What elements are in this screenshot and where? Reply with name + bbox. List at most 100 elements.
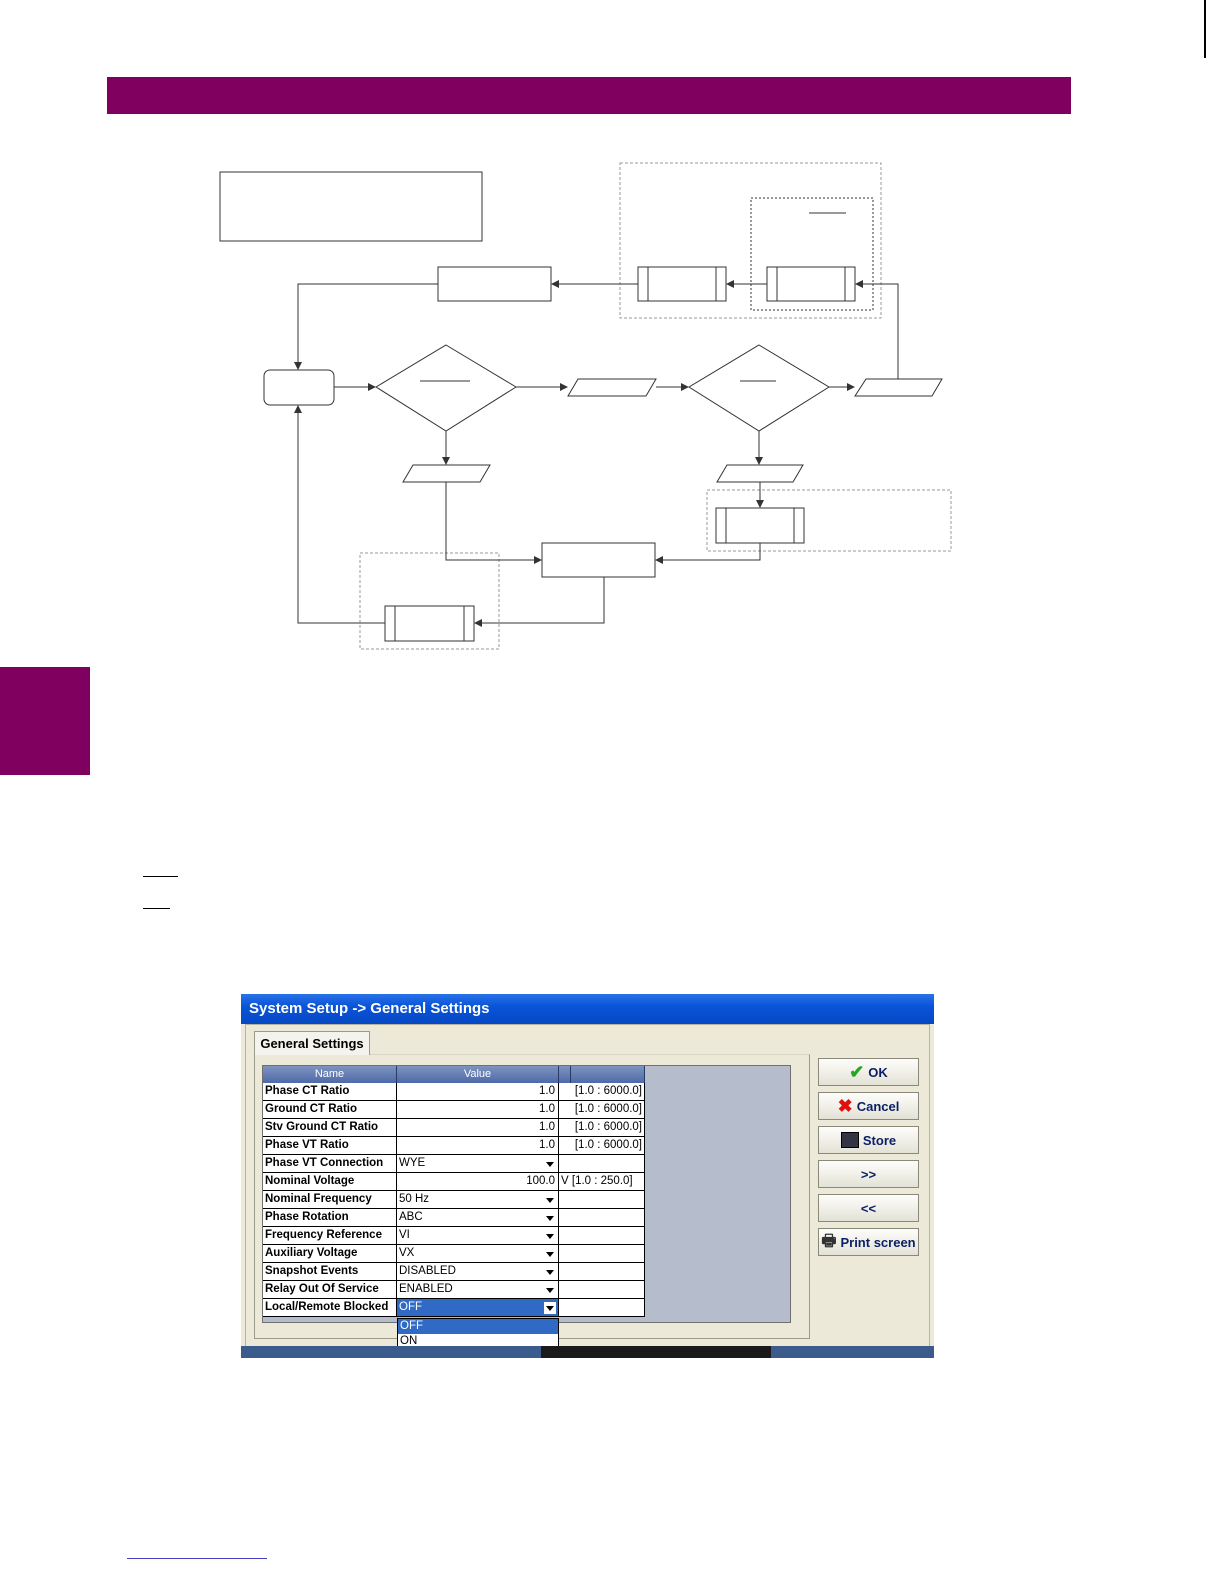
- cancel-button[interactable]: ✖ Cancel: [818, 1092, 919, 1120]
- dashed-region-inner: [750, 197, 874, 311]
- store-button[interactable]: Store: [818, 1126, 919, 1154]
- setting-select[interactable]: 50 Hz: [397, 1191, 559, 1209]
- table-row[interactable]: Phase VT Connection WYE: [263, 1155, 645, 1173]
- underline-mark-2: [143, 908, 170, 909]
- setting-select[interactable]: ENABLED: [397, 1281, 559, 1299]
- column-header-unit[interactable]: [559, 1066, 571, 1083]
- tab-general-settings[interactable]: General Settings: [254, 1031, 370, 1055]
- setting-range: [559, 1245, 645, 1263]
- setting-range: [1.0 : 6000.0]: [559, 1101, 645, 1119]
- select-value: 50 Hz: [399, 1193, 430, 1205]
- setting-select-active[interactable]: OFF: [397, 1299, 559, 1317]
- dropdown-arrow-icon[interactable]: [544, 1212, 556, 1224]
- setting-select[interactable]: ABC: [397, 1209, 559, 1227]
- setting-select[interactable]: WYE: [397, 1155, 559, 1173]
- general-settings-dialog: System Setup -> General Settings General…: [241, 994, 934, 1358]
- setting-name: Phase Rotation: [263, 1209, 397, 1227]
- select-value: OFF: [399, 1301, 422, 1313]
- io-shape-1: [567, 378, 657, 397]
- setting-name: Stv Ground CT Ratio: [263, 1119, 397, 1137]
- setting-range: [559, 1209, 645, 1227]
- setting-value[interactable]: 100.0: [397, 1173, 559, 1191]
- dropdown-option[interactable]: OFF: [398, 1319, 558, 1334]
- setting-name: Ground CT Ratio: [263, 1101, 397, 1119]
- predefined-process-1: [637, 266, 727, 302]
- table-row[interactable]: Auxiliary Voltage VX: [263, 1245, 645, 1263]
- print-screen-button[interactable]: 🖶 Print screen: [818, 1228, 919, 1256]
- setting-range: [1.0 : 6000.0]: [559, 1137, 645, 1155]
- setting-select[interactable]: DISABLED: [397, 1263, 559, 1281]
- corner-line: [1204, 0, 1206, 58]
- decision-1: [375, 344, 517, 432]
- table-row[interactable]: Snapshot Events DISABLED: [263, 1263, 645, 1281]
- table-row[interactable]: Phase CT Ratio 1.0 [1.0 : 6000.0]: [263, 1083, 645, 1101]
- predefined-process-2: [766, 266, 856, 302]
- table-row[interactable]: Frequency Reference VI: [263, 1227, 645, 1245]
- dashed-region-top-right: [619, 162, 882, 319]
- taskbar-strip: [241, 1346, 934, 1358]
- dropdown-arrow-icon[interactable]: [544, 1284, 556, 1296]
- setting-value[interactable]: 1.0: [397, 1137, 559, 1155]
- setting-range: [559, 1281, 645, 1299]
- table-row[interactable]: Phase Rotation ABC: [263, 1209, 645, 1227]
- underline-mark-1: [143, 876, 178, 877]
- setting-range: [559, 1263, 645, 1281]
- setting-name: Phase CT Ratio: [263, 1083, 397, 1101]
- dashed-region-left: [359, 552, 500, 650]
- cancel-label: Cancel: [856, 1098, 900, 1114]
- table-row[interactable]: Nominal Voltage 100.0 V [1.0 : 250.0]: [263, 1173, 645, 1191]
- setting-value[interactable]: 1.0: [397, 1083, 559, 1101]
- io-shape-3: [402, 464, 491, 483]
- dropdown-option[interactable]: ON: [400, 1335, 418, 1347]
- setting-value[interactable]: 1.0: [397, 1101, 559, 1119]
- io-shape-2: [854, 378, 943, 397]
- ok-button[interactable]: ✔ OK: [818, 1058, 919, 1086]
- setting-name: Relay Out Of Service: [263, 1281, 397, 1299]
- table-row[interactable]: Stv Ground CT Ratio 1.0 [1.0 : 6000.0]: [263, 1119, 645, 1137]
- dropdown-arrow-icon[interactable]: [544, 1158, 556, 1170]
- start-terminal: [263, 369, 335, 406]
- flowchart-title-box: [219, 171, 483, 242]
- table-row[interactable]: Local/Remote Blocked OFF: [263, 1299, 645, 1317]
- footer-link-underline: [127, 1558, 267, 1559]
- previous-button[interactable]: <<: [818, 1194, 919, 1222]
- setting-value[interactable]: 1.0: [397, 1119, 559, 1137]
- checkmark-icon: ✔: [849, 1062, 865, 1082]
- dropdown-arrow-icon[interactable]: [544, 1248, 556, 1260]
- table-row[interactable]: Ground CT Ratio 1.0 [1.0 : 6000.0]: [263, 1101, 645, 1119]
- setting-range: V [1.0 : 250.0]: [559, 1173, 645, 1191]
- dropdown-arrow-icon[interactable]: [544, 1266, 556, 1278]
- flowchart: [219, 162, 952, 650]
- select-value: VI: [399, 1229, 410, 1241]
- select-value: VX: [399, 1247, 415, 1259]
- predefined-process-4: [384, 605, 475, 642]
- setting-range: [1.0 : 6000.0]: [559, 1083, 645, 1101]
- select-value: DISABLED: [399, 1265, 456, 1277]
- header-bar: [107, 77, 1071, 114]
- setting-name: Nominal Frequency: [263, 1191, 397, 1209]
- dropdown-arrow-icon[interactable]: [544, 1194, 556, 1206]
- store-disk-icon: [840, 1132, 859, 1148]
- setting-name: Phase VT Connection: [263, 1155, 397, 1173]
- io-shape-4: [716, 464, 804, 483]
- setting-select[interactable]: VI: [397, 1227, 559, 1245]
- select-value: WYE: [399, 1157, 426, 1169]
- column-header-name[interactable]: Name: [263, 1066, 397, 1083]
- table-row[interactable]: Phase VT Ratio 1.0 [1.0 : 6000.0]: [263, 1137, 645, 1155]
- setting-unit: V: [561, 1175, 569, 1187]
- dropdown-arrow-icon[interactable]: [544, 1230, 556, 1242]
- setting-select[interactable]: VX: [397, 1245, 559, 1263]
- print-label: Print screen: [840, 1234, 916, 1250]
- select-value: ABC: [399, 1211, 423, 1223]
- settings-grid: Name Value Phase CT Ratio 1.0 [1.0 : 600…: [262, 1065, 791, 1323]
- table-row[interactable]: Nominal Frequency 50 Hz: [263, 1191, 645, 1209]
- setting-range: [559, 1227, 645, 1245]
- next-button[interactable]: >>: [818, 1160, 919, 1188]
- setting-range-text: [1.0 : 250.0]: [571, 1175, 633, 1187]
- setting-range: [1.0 : 6000.0]: [559, 1119, 645, 1137]
- column-header-range[interactable]: [571, 1066, 645, 1083]
- setting-range: [559, 1191, 645, 1209]
- dropdown-arrow-icon[interactable]: [544, 1302, 556, 1314]
- table-row[interactable]: Relay Out Of Service ENABLED: [263, 1281, 645, 1299]
- column-header-value[interactable]: Value: [397, 1066, 559, 1083]
